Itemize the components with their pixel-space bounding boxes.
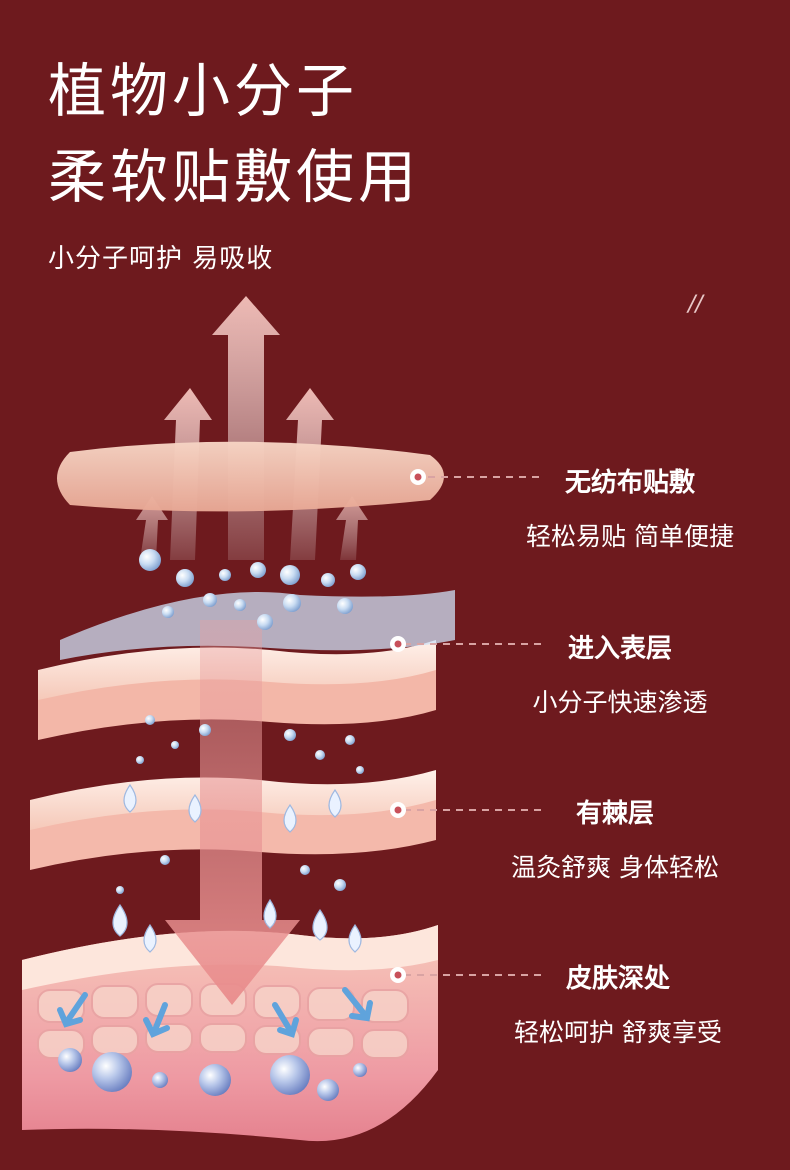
subtitle: 小分子呵护 易吸收 bbox=[48, 244, 274, 274]
penetration-arrow bbox=[165, 620, 300, 1005]
layer-description: 小分子快速渗透 bbox=[532, 688, 708, 717]
decorative-slashes: // bbox=[688, 292, 703, 317]
layer-description: 温灸舒爽 身体轻松 bbox=[511, 853, 719, 882]
nonwoven-patch bbox=[57, 441, 444, 512]
up-arrows bbox=[136, 296, 368, 560]
label-spinous-layer: 有棘层 温灸舒爽 身体轻松 bbox=[485, 793, 745, 884]
layer-description: 轻松易贴 简单便捷 bbox=[526, 522, 734, 551]
leader-lines bbox=[404, 476, 545, 976]
layer-title: 无纺布贴敷 bbox=[564, 468, 695, 498]
headline-line1: 植物小分子 bbox=[48, 57, 359, 125]
label-deep-skin: 皮肤深处 轻松呵护 舒爽享受 bbox=[488, 958, 748, 1049]
layer-description: 轻松呵护 舒爽享受 bbox=[514, 1018, 722, 1047]
label-surface-layer: 进入表层 小分子快速渗透 bbox=[490, 628, 750, 719]
layer-title: 皮肤深处 bbox=[565, 964, 670, 994]
headline-line2: 柔软贴敷使用 bbox=[48, 143, 421, 211]
indicator-dots bbox=[390, 469, 426, 983]
water-droplets bbox=[112, 783, 362, 953]
layer-title: 有棘层 bbox=[575, 799, 654, 829]
absorption-arrows bbox=[57, 987, 373, 1038]
layer-title: 进入表层 bbox=[567, 634, 672, 664]
molecule-bubbles bbox=[58, 549, 367, 1101]
label-nonwoven-patch: 无纺布贴敷 轻松易贴 简单便捷 bbox=[500, 462, 760, 553]
